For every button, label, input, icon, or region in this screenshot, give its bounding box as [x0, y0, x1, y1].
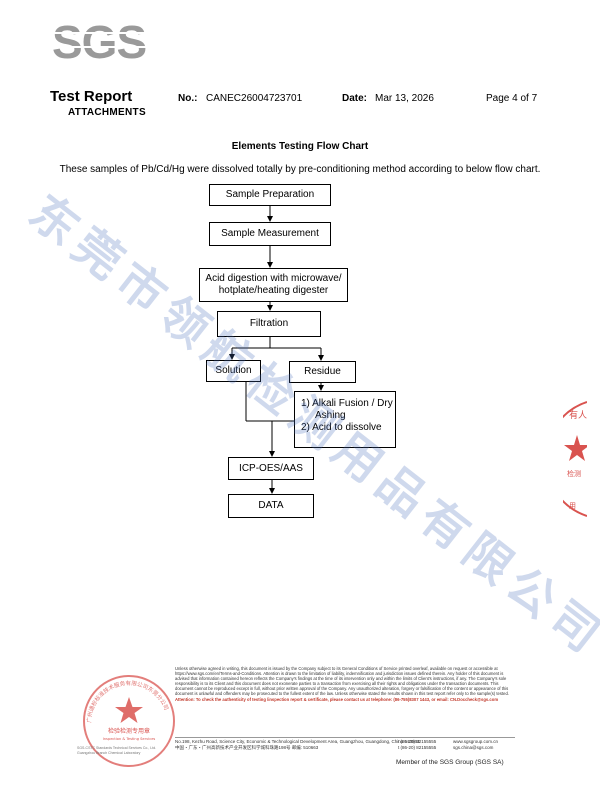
address-chinese: 中国・广东・广州高新技术产业开发区科学城科珠路198号 邮编: 510663 — [175, 745, 319, 750]
flow-chart-title: Elements Testing Flow Chart — [231, 141, 369, 152]
flow-step-icp-oes-aas: ICP-OES/AAS — [228, 457, 314, 480]
flow-step-residue: Residue — [289, 361, 356, 383]
sgs-logo-text: SGS — [52, 16, 146, 64]
footer-disclaimer: Unless otherwise agreed in writing, this… — [175, 666, 515, 702]
footer-terms: Unless otherwise agreed in writing, this… — [175, 666, 509, 697]
website-link[interactable]: www.sgsgroup.com.cn — [453, 739, 499, 744]
stamp-caption-1: SGS-CSTC Standards Technical Services Co… — [77, 746, 156, 750]
flow-step-sample-preparation: Sample Preparation — [209, 184, 331, 206]
report-number: CANEC26004723701 — [206, 93, 303, 104]
footer-divider — [175, 737, 515, 738]
side-stamp-mid: 检测 — [567, 469, 581, 478]
star-icon — [564, 435, 587, 461]
report-subtitle: ATTACHMENTS — [68, 107, 146, 118]
side-stamp-bottom: 用 — [569, 502, 576, 510]
flow-step-data: DATA — [228, 494, 314, 518]
sgs-logo: SGS — [50, 16, 160, 64]
report-number-label: No.: — [178, 93, 198, 104]
footer-address: No.198, Kezhu Road, Science City, Econom… — [175, 739, 515, 758]
address-english: No.198, Kezhu Road, Science City, Econom… — [175, 739, 420, 744]
acid-digestion-line-2: hotplate/heating digester — [218, 285, 329, 296]
residue-treatment-1b: Ashing — [315, 410, 346, 421]
footer-attention: Attention: To check the authenticity of … — [175, 696, 499, 702]
stamp-center-line-2: Inspection & Testing Services — [103, 737, 156, 741]
residue-treatment-2: 2) Acid to dissolve — [301, 422, 382, 433]
sgs-group-member: Member of the SGS Group (SGS SA) — [396, 759, 504, 766]
official-seal-stamp: 广州通标标准技术服务有限公司东莞分公司 检验检测专用章 Inspection &… — [77, 675, 175, 767]
flow-step-sample-measurement: Sample Measurement — [209, 222, 331, 246]
flow-step-filtration: Filtration — [217, 311, 321, 337]
stamp-center-line-1: 检验检测专用章 — [108, 727, 150, 735]
email-link[interactable]: sgs.china@sgs.com — [453, 745, 494, 750]
flow-step-acid-digestion: Acid digestion with microwave/hotplate/h… — [199, 268, 348, 302]
report-date: Mar 13, 2026 — [375, 93, 434, 104]
flow-step-residue-treatment: 1) Alkali Fusion / Dry Ashing 2) Acid to… — [294, 391, 396, 448]
page-number: Page 4 of 7 — [486, 93, 538, 104]
star-icon — [115, 697, 143, 723]
telephone-chinese: t (86-20) 82155555 — [398, 745, 437, 750]
acid-digestion-line-1: Acid digestion with microwave/ — [205, 273, 342, 284]
report-title: Test Report — [50, 88, 133, 105]
side-stamp-top: 有人 — [569, 409, 587, 421]
side-seal-stamp: 有人 检测 用 — [563, 401, 587, 517]
telephone-english: t (86-20) 82155555 — [398, 739, 437, 744]
stamp-caption-2: Guangzhou Branch Chemical Laboratory — [77, 751, 141, 755]
residue-treatment-1: 1) Alkali Fusion / Dry — [301, 398, 393, 409]
flow-step-solution: Solution — [206, 360, 261, 382]
flow-chart-intro: These samples of Pb/Cd/Hg were dissolved… — [59, 164, 541, 175]
report-date-label: Date: — [342, 93, 368, 104]
